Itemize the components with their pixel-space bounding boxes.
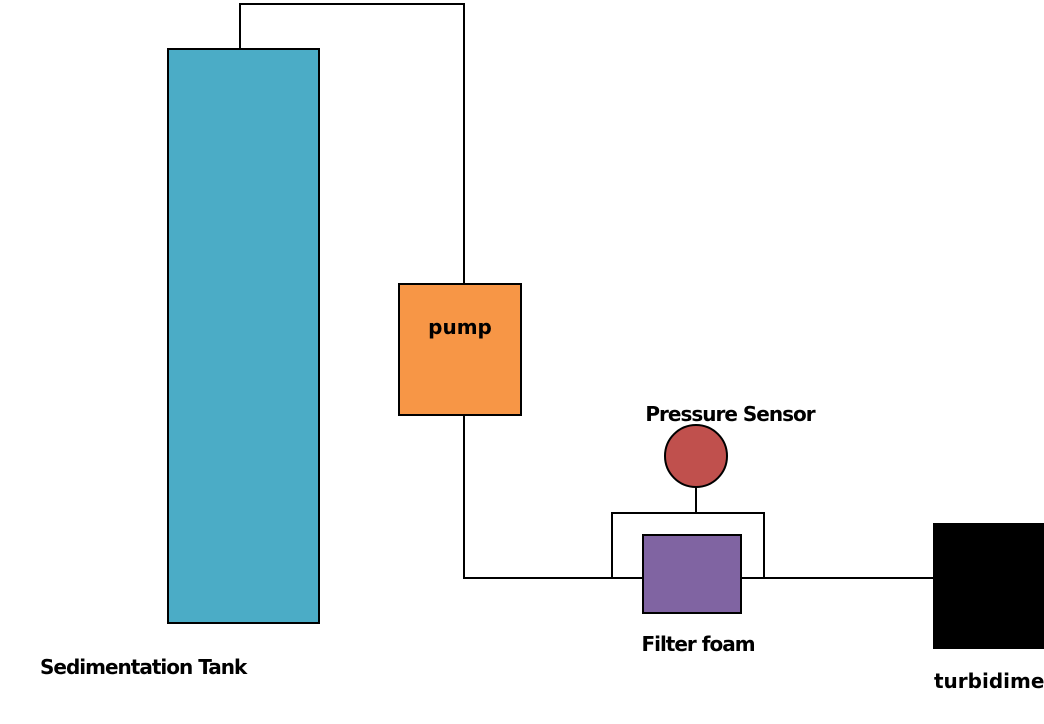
pipe-bypass-loop xyxy=(611,512,765,578)
turbidimeter xyxy=(933,523,1044,649)
turbidimeter-label: turbidimeter xyxy=(934,669,1044,693)
pressure-sensor-label: Pressure Sensor xyxy=(645,402,815,426)
pump-box xyxy=(398,283,522,416)
pipes xyxy=(239,3,934,579)
filter-foam xyxy=(642,534,742,614)
sedimentation-tank-label: Sedimentation Tank xyxy=(40,655,248,679)
sedimentation-tank xyxy=(167,48,320,624)
pump-label: pump xyxy=(428,315,492,339)
pressure-sensor xyxy=(664,424,728,488)
pipe-pump-to-filter xyxy=(463,415,643,579)
filter-foam-label: Filter foam xyxy=(641,632,754,656)
pipe-tank-to-pump xyxy=(239,3,465,284)
